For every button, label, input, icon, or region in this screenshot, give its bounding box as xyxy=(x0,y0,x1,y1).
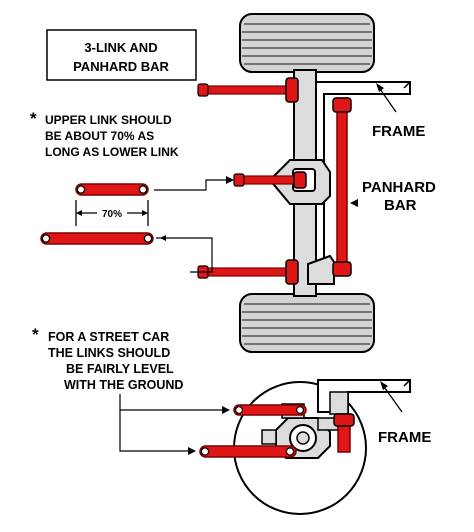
panhard-label-line-2: BAR xyxy=(384,197,417,214)
panhard-label-line-1: PANHARD xyxy=(362,179,436,196)
right-lower-link-top-view xyxy=(197,259,299,285)
lower-tire xyxy=(239,293,375,353)
note-line-3: LONG AS LOWER LINK xyxy=(45,145,179,159)
note2-bullet: * xyxy=(32,325,39,344)
leader-lines-top-view xyxy=(154,176,358,273)
lower-link-side-view xyxy=(199,445,297,458)
upper-tire xyxy=(239,13,375,73)
frame-arrow-top xyxy=(376,83,397,113)
leader-lines-side-view xyxy=(119,394,230,455)
panhard-bar-side-view xyxy=(333,413,355,453)
lower-link-sample xyxy=(40,232,154,245)
title-line-1: 3-LINK AND xyxy=(84,40,157,55)
left-lower-link-top-view xyxy=(197,77,299,103)
percent-dimension: 70% xyxy=(75,200,149,226)
frame-arrow-bottom xyxy=(380,381,403,413)
note2-line-2: THE LINKS SHOULD xyxy=(48,346,170,360)
upper-link-note: * UPPER LINK SHOULD BE ABOUT 70% AS LONG… xyxy=(30,109,179,159)
frame-rail-side-view xyxy=(317,379,411,415)
note2-line-4: WITH THE GROUND xyxy=(64,378,183,392)
title-line-2: PANHARD BAR xyxy=(73,59,169,74)
upper-link-sample xyxy=(75,183,149,196)
frame-label-top: FRAME xyxy=(372,123,425,140)
percent-label: 70% xyxy=(102,209,122,220)
panhard-bar xyxy=(332,97,352,277)
note-bullet: * xyxy=(30,109,37,128)
frame-label-bottom: FRAME xyxy=(378,429,431,446)
note-line-2: BE ABOUT 70% AS xyxy=(45,129,154,143)
street-car-note: * FOR A STREET CAR THE LINKS SHOULD BE F… xyxy=(32,325,183,392)
upper-link-top-view xyxy=(233,171,307,189)
panhard-label: PANHARD BAR xyxy=(362,179,436,214)
title-box: 3-LINK AND PANHARD BAR xyxy=(46,29,197,81)
upper-link-side-view xyxy=(233,404,307,416)
note-line-1: UPPER LINK SHOULD xyxy=(45,113,172,127)
note2-line-3: BE FAIRLY LEVEL xyxy=(66,362,174,376)
note2-line-1: FOR A STREET CAR xyxy=(48,330,169,344)
